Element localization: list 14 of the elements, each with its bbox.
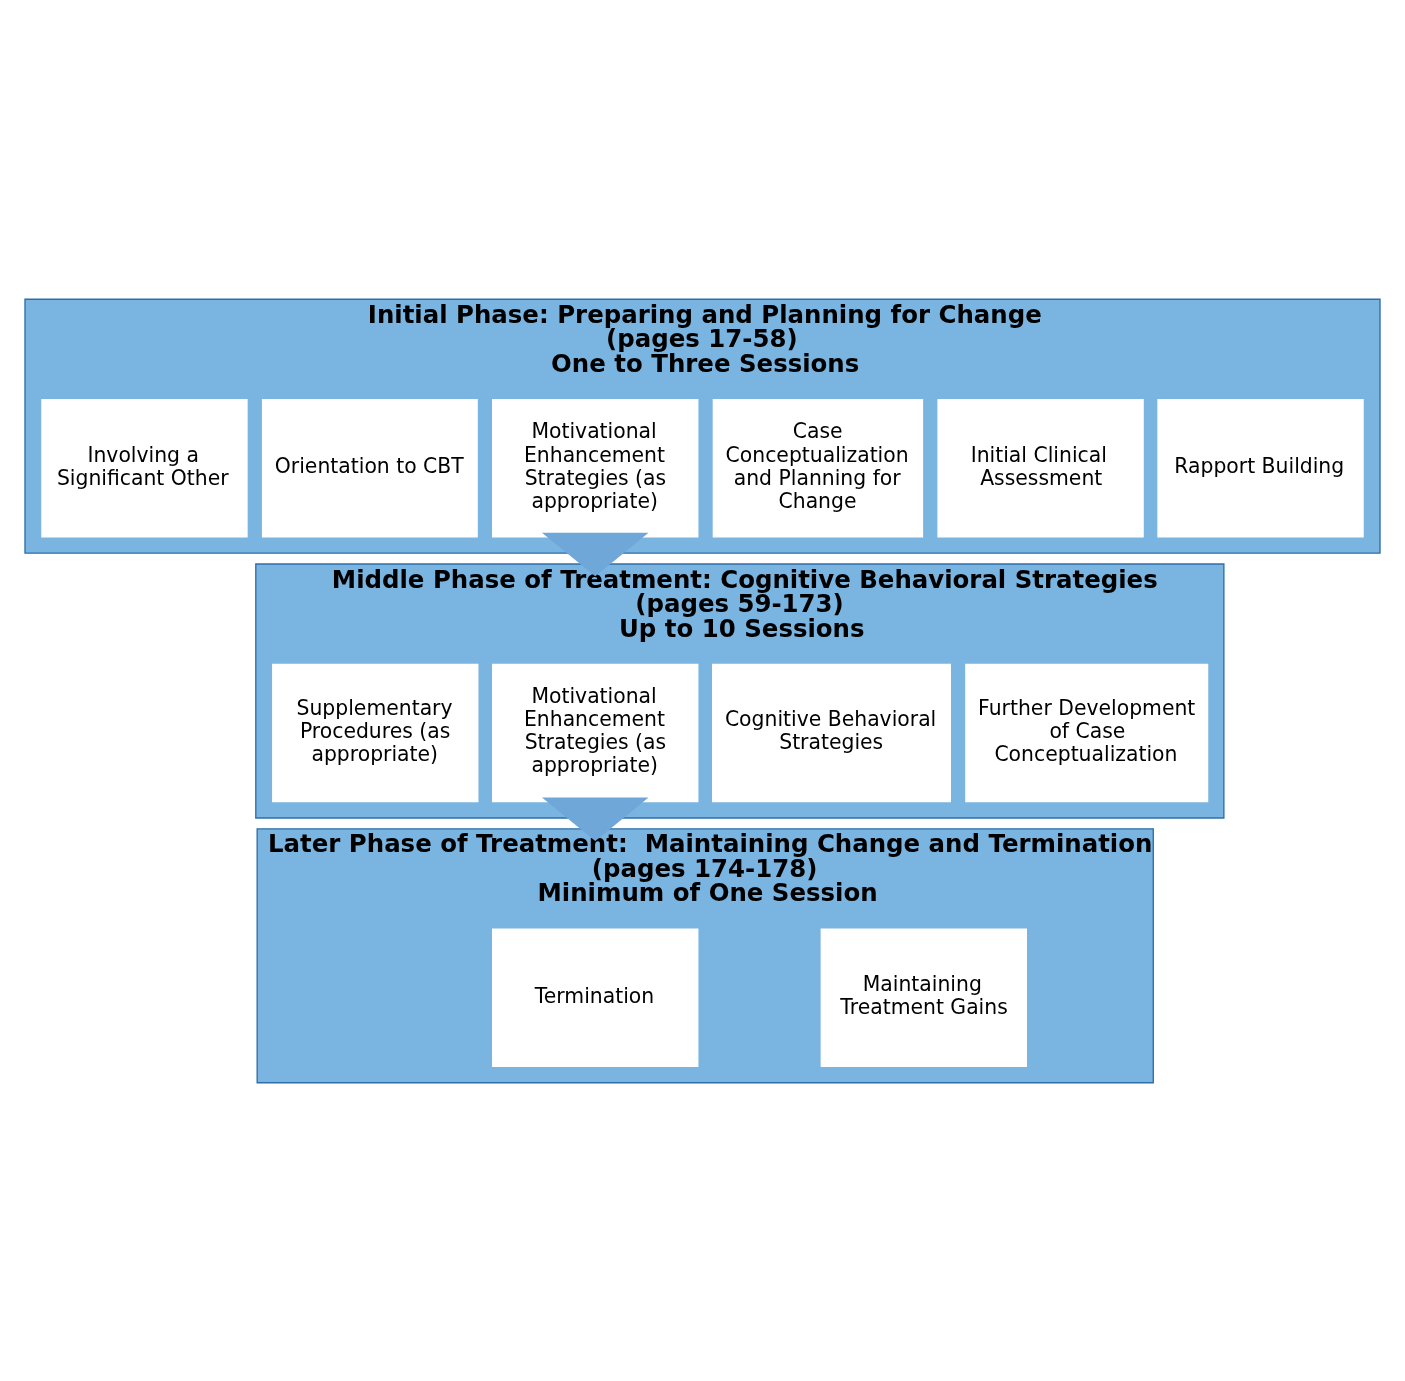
node-box: Supplementary Procedures (as appropriate) bbox=[272, 663, 479, 802]
node-box: Further Development of Case Conceptualization bbox=[965, 663, 1209, 802]
arrow bbox=[541, 797, 649, 841]
node-box: Orientation to CBT bbox=[261, 398, 478, 538]
node-box: Cognitive Behavioral Strategies bbox=[712, 663, 951, 802]
node-box: Motivational Enhancement Strategies (as appropriate) bbox=[492, 398, 699, 538]
arrow bbox=[541, 532, 649, 576]
node-box: Case Conceptualization and Planning for Change bbox=[712, 398, 924, 538]
node-box: Termination bbox=[492, 928, 699, 1067]
node-box: Involving a Significant Other bbox=[41, 398, 248, 538]
node-box: Maintaining Treatment Gains bbox=[820, 928, 1027, 1067]
node-box: Initial Clinical Assessment bbox=[937, 398, 1144, 538]
node-box: Rapport Building bbox=[1157, 398, 1364, 538]
node-box: Motivational Enhancement Strategies (as appropriate) bbox=[492, 663, 699, 802]
